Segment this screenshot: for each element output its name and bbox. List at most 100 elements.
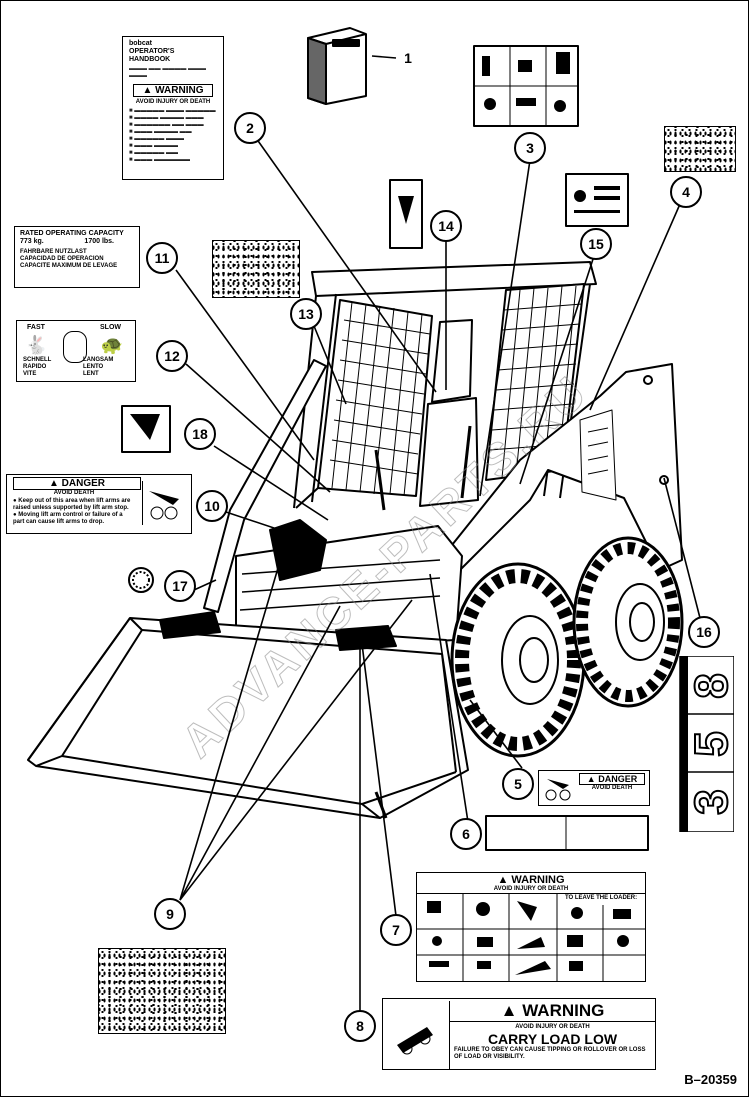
svg-text:12: 12 [164, 348, 180, 364]
callout-4: 4 [670, 176, 702, 208]
danger-small-header: ▲ DANGER [579, 773, 645, 785]
danger-header: ▲ DANGER [13, 477, 141, 490]
callout-8: 8 [344, 1010, 376, 1042]
seal-emblem [128, 567, 154, 593]
warning-big-sub: AVOID INJURY OR DEATH [417, 886, 645, 894]
danger-lift-arm-decal: ▲ DANGER AVOID DEATH ● Keep out of this … [6, 474, 192, 534]
callout-17: 17 [164, 570, 196, 602]
speed-slow-sub: LANGSAM LENTO LENT [83, 357, 114, 377]
capacity-kg: 773 kg. [20, 238, 44, 245]
warning-leave-loader-decal: ▲ WARNING AVOID INJURY OR DEATH TO LEAVE… [416, 872, 646, 982]
carry-load-low-decal: ▲ WARNING AVOID INJURY OR DEATH CARRY LO… [382, 998, 656, 1070]
danger-header-label: DANGER [61, 478, 106, 489]
handbook-title: OPERATOR'S HANDBOOK [129, 48, 175, 63]
carry-foot: FAILURE TO OBEY CAN CAUSE TIPPING OR ROL… [454, 1047, 646, 1060]
svg-text:14: 14 [438, 218, 454, 234]
carry-sub: AVOID INJURY OR DEATH [515, 1024, 590, 1030]
svg-text:13: 13 [298, 306, 314, 322]
svg-text:17: 17 [172, 578, 188, 594]
callout-16: 16 [688, 616, 720, 648]
callout-6: 6 [450, 818, 482, 850]
svg-text:4: 4 [682, 184, 690, 200]
front-right-tire [450, 562, 586, 758]
svg-text:9: 9 [166, 906, 174, 922]
rated-capacity-decal: RATED OPERATING CAPACITY 773 kg. 1700 lb… [14, 226, 140, 288]
svg-text:6: 6 [462, 826, 470, 842]
callout-18: 18 [184, 418, 216, 450]
svg-text:15: 15 [588, 236, 604, 252]
capacity-title: RATED OPERATING CAPACITY [20, 230, 124, 237]
tipping-pictogram [387, 1005, 445, 1063]
warning-big-header: ▲ WARNING [497, 874, 565, 886]
carry-main: CARRY LOAD LOW [487, 1031, 618, 1047]
small-bilingual-decal [485, 815, 649, 851]
svg-text:16: 16 [696, 624, 712, 640]
handbook-warning-header: ▲ WARNING [133, 84, 213, 97]
callout-3: 3 [514, 132, 546, 164]
callout-11: 11 [146, 242, 178, 274]
warning-pictogram-grid [417, 893, 645, 981]
svg-text:5: 5 [514, 776, 522, 792]
handbook-body-lines: ■ ▬▬▬▬▬ ▬▬▬ ▬▬▬▬▬■ ▬▬▬▬ ▬▬▬▬ ▬▬▬■ ▬▬▬▬▬▬… [129, 108, 216, 163]
callout-12: 12 [156, 340, 188, 372]
svg-text:8: 8 [356, 1018, 364, 1034]
svg-text:10: 10 [204, 498, 220, 514]
callout-14: 14 [430, 210, 462, 242]
svg-text:2: 2 [246, 120, 254, 136]
carry-warning-header: ▲ WARNING [450, 1001, 655, 1022]
callout-5: 5 [502, 768, 534, 800]
callout-10: 10 [196, 490, 228, 522]
model-number-badge: 8 5 3 [678, 656, 738, 832]
carry-warning-label: WARNING [522, 1001, 605, 1020]
crush-pictogram [142, 481, 185, 525]
danger-bullet-1: Keep out of this area when lift arms are… [13, 498, 131, 511]
warning-big-header-label: WARNING [511, 874, 565, 886]
document-reference: B–20359 [684, 1072, 737, 1087]
left-cab-screen [317, 299, 433, 497]
leave-loader-label: TO LEAVE THE LOADER: [565, 895, 638, 901]
svg-text:18: 18 [192, 426, 208, 442]
svg-text:7: 7 [392, 922, 400, 938]
callout-7: 7 [380, 914, 412, 946]
callout-group: 1 2 3 4 5 6 7 8 9 10 11 12 13 14 15 16 1… [146, 50, 720, 1042]
textured-decal-top-right [664, 126, 736, 172]
rear-right-tire [572, 536, 684, 708]
operator-handbook-decal: bobcat OPERATOR'S HANDBOOK ▬▬▬ ▬▬ ▬▬▬▬ ▬… [122, 36, 224, 180]
turtle-icon: 🐢 [100, 335, 123, 355]
danger-bullet-2: Moving lift arm control or failure of a … [13, 512, 123, 525]
speed-slow-label: SLOW [100, 324, 121, 331]
capacity-lbs: 1700 lbs. [84, 238, 114, 245]
callout-15: 15 [580, 228, 612, 260]
handbook-fine-print: ▬▬▬ ▬▬ ▬▬▬▬ ▬▬▬ ▬▬▬ [129, 66, 207, 79]
rabbit-icon: 🐇 [25, 335, 48, 355]
callout-9: 9 [154, 898, 186, 930]
danger-sub: AVOID DEATH [53, 490, 95, 496]
throttle-lever-icon [63, 331, 87, 363]
cab-roof [311, 261, 597, 297]
left-lift-arm [203, 359, 327, 613]
speed-control-decal: FAST SLOW 🐇 🐢 SCHNELL RAPIDO VITE LANGSA… [16, 320, 136, 382]
handbook-warning-label: WARNING [155, 85, 204, 96]
speed-fast-label: FAST [27, 324, 45, 331]
svg-text:3: 3 [526, 140, 534, 156]
brand-text: bobcat [129, 40, 152, 47]
danger-small-decal: ▲ DANGER AVOID DEATH [538, 770, 650, 806]
callout-2: 2 [234, 112, 266, 144]
callout-1: 1 [404, 50, 412, 66]
danger-small-label: DANGER [598, 774, 638, 784]
capacity-line2: CAPACIDAD DE OPERACION [20, 256, 104, 262]
handbook-warning-sub: AVOID INJURY OR DEATH [135, 99, 211, 105]
danger-small-pictogram [541, 773, 575, 803]
leader-lines [175, 55, 701, 1012]
danger-small-sub: AVOID DEATH [591, 785, 633, 791]
capacity-line3: CAPACITE MAXIMUM DE LEVAGE [20, 263, 118, 269]
textured-decal-top-left [212, 240, 300, 298]
speed-fast-sub: SCHNELL RAPIDO VITE [23, 357, 52, 377]
callout-13: 13 [290, 298, 322, 330]
svg-text:11: 11 [155, 250, 170, 266]
textured-decal-bottom-left [98, 948, 226, 1034]
manual-book-icon [307, 27, 367, 105]
right-lift-arm [439, 363, 683, 571]
operator-seat [431, 319, 473, 403]
